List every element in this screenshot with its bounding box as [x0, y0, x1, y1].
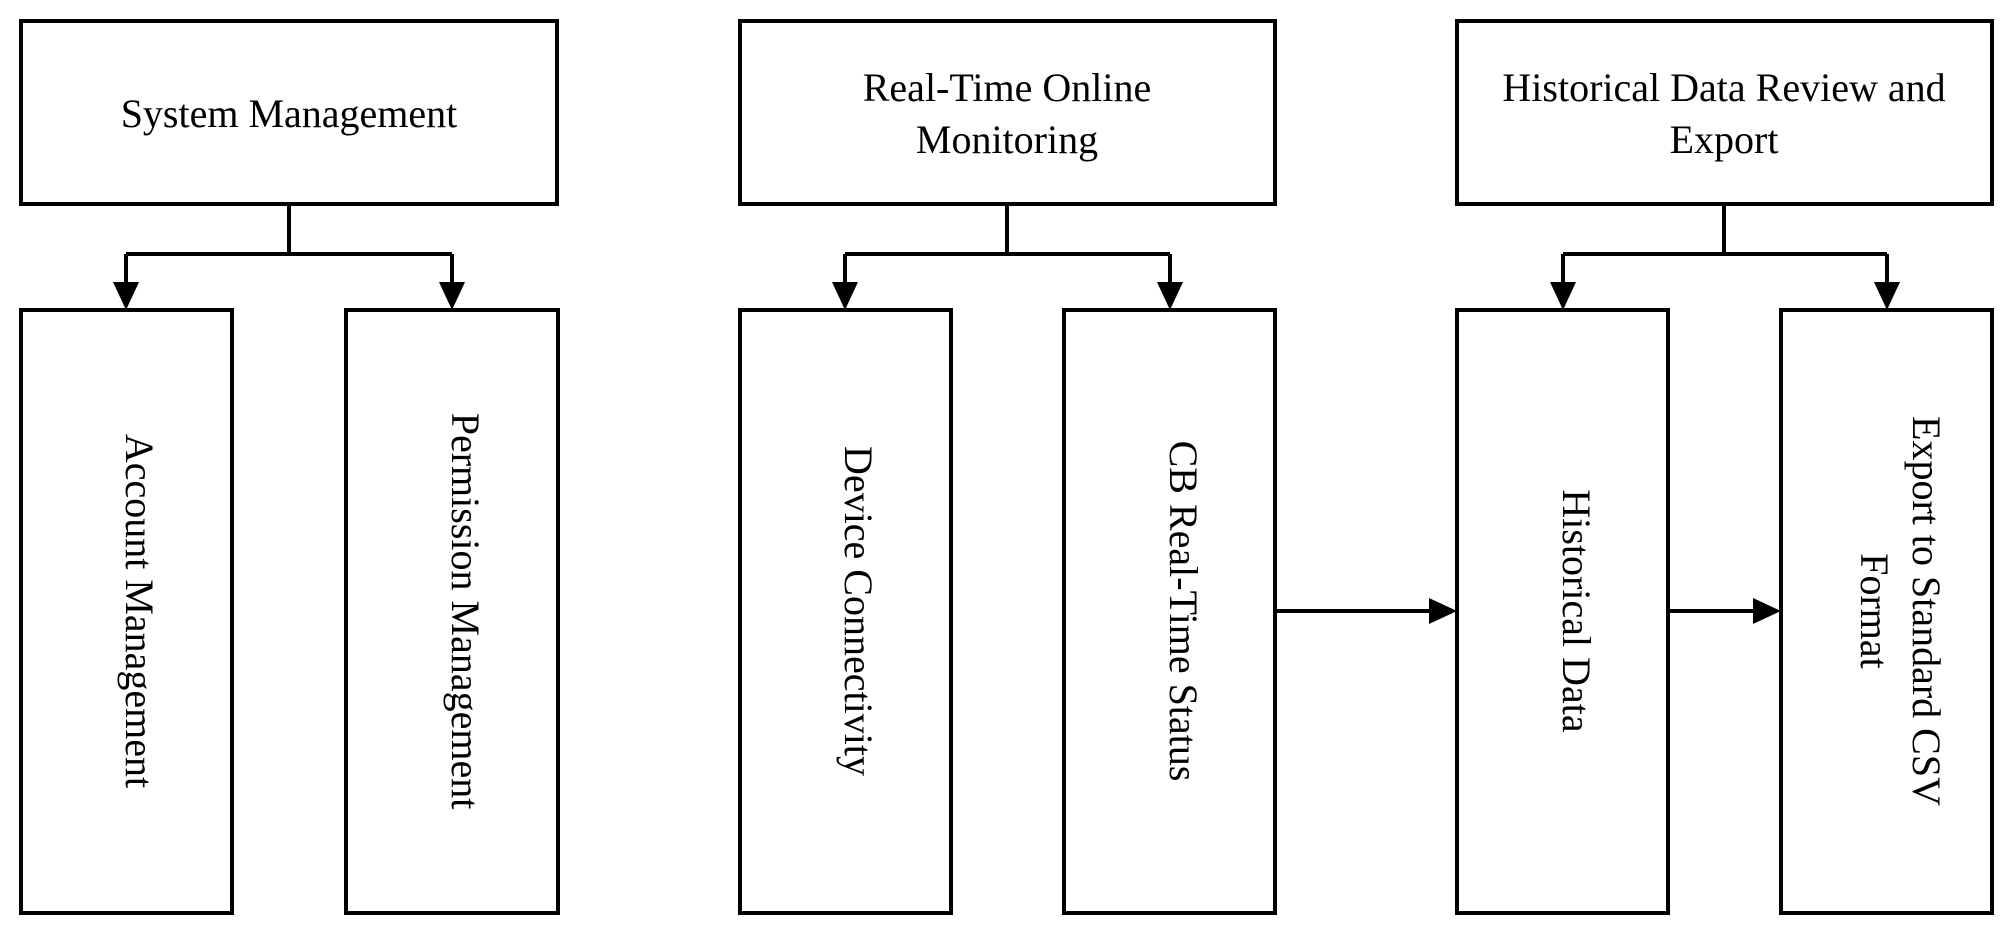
branch-connector: [843, 204, 1172, 282]
module-historical-data-review-export: Historical Data Review and Export Histor…: [1455, 19, 1994, 915]
module-title: Export: [1670, 117, 1779, 162]
submodule-label: Format: [1852, 553, 1897, 669]
submodule-box-historical-data: [1455, 308, 1670, 915]
module-real-time-online-monitoring: Real-Time Online Monitoring Device Conne…: [738, 19, 1277, 915]
flow-arrow-status-to-historical: [1275, 598, 1457, 624]
flow-arrow-historical-to-export: [1668, 598, 1781, 624]
module-system-management: System Management Account Management Per…: [19, 19, 560, 915]
module-title: Real-Time Online: [863, 65, 1152, 110]
module-title-box: [19, 19, 559, 206]
submodule-label: CB Real-Time Status: [1161, 441, 1206, 782]
submodule-box-export-csv: [1779, 308, 1994, 915]
module-title-box: [1455, 19, 1994, 206]
arrow-down-icon: [1874, 282, 1900, 310]
branch-connector: [124, 204, 454, 282]
arrow-down-icon: [113, 282, 139, 310]
arrow-right-icon: [1753, 598, 1781, 624]
module-title-box: [738, 19, 1277, 206]
submodule-box-device-connectivity: [738, 308, 953, 915]
module-title: Historical Data Review and: [1502, 65, 1945, 110]
submodule-box-account-management: [19, 308, 234, 915]
arrow-down-icon: [1157, 282, 1183, 310]
submodule-label: Export to Standard CSV: [1904, 416, 1949, 806]
submodule-label: Permission Management: [443, 413, 488, 810]
submodule-box-permission-management: [344, 308, 560, 915]
submodule-label: Device Connectivity: [836, 446, 881, 776]
module-title: Monitoring: [916, 117, 1098, 162]
submodule-box-cb-real-time-status: [1062, 308, 1277, 915]
module-title: System Management: [121, 91, 458, 136]
arrow-down-icon: [832, 282, 858, 310]
arrow-down-icon: [1550, 282, 1576, 310]
submodule-label: Historical Data: [1554, 489, 1599, 732]
submodule-label: Account Management: [117, 434, 162, 788]
branch-connector: [1561, 204, 1889, 282]
arrow-down-icon: [439, 282, 465, 310]
arrow-right-icon: [1429, 598, 1457, 624]
